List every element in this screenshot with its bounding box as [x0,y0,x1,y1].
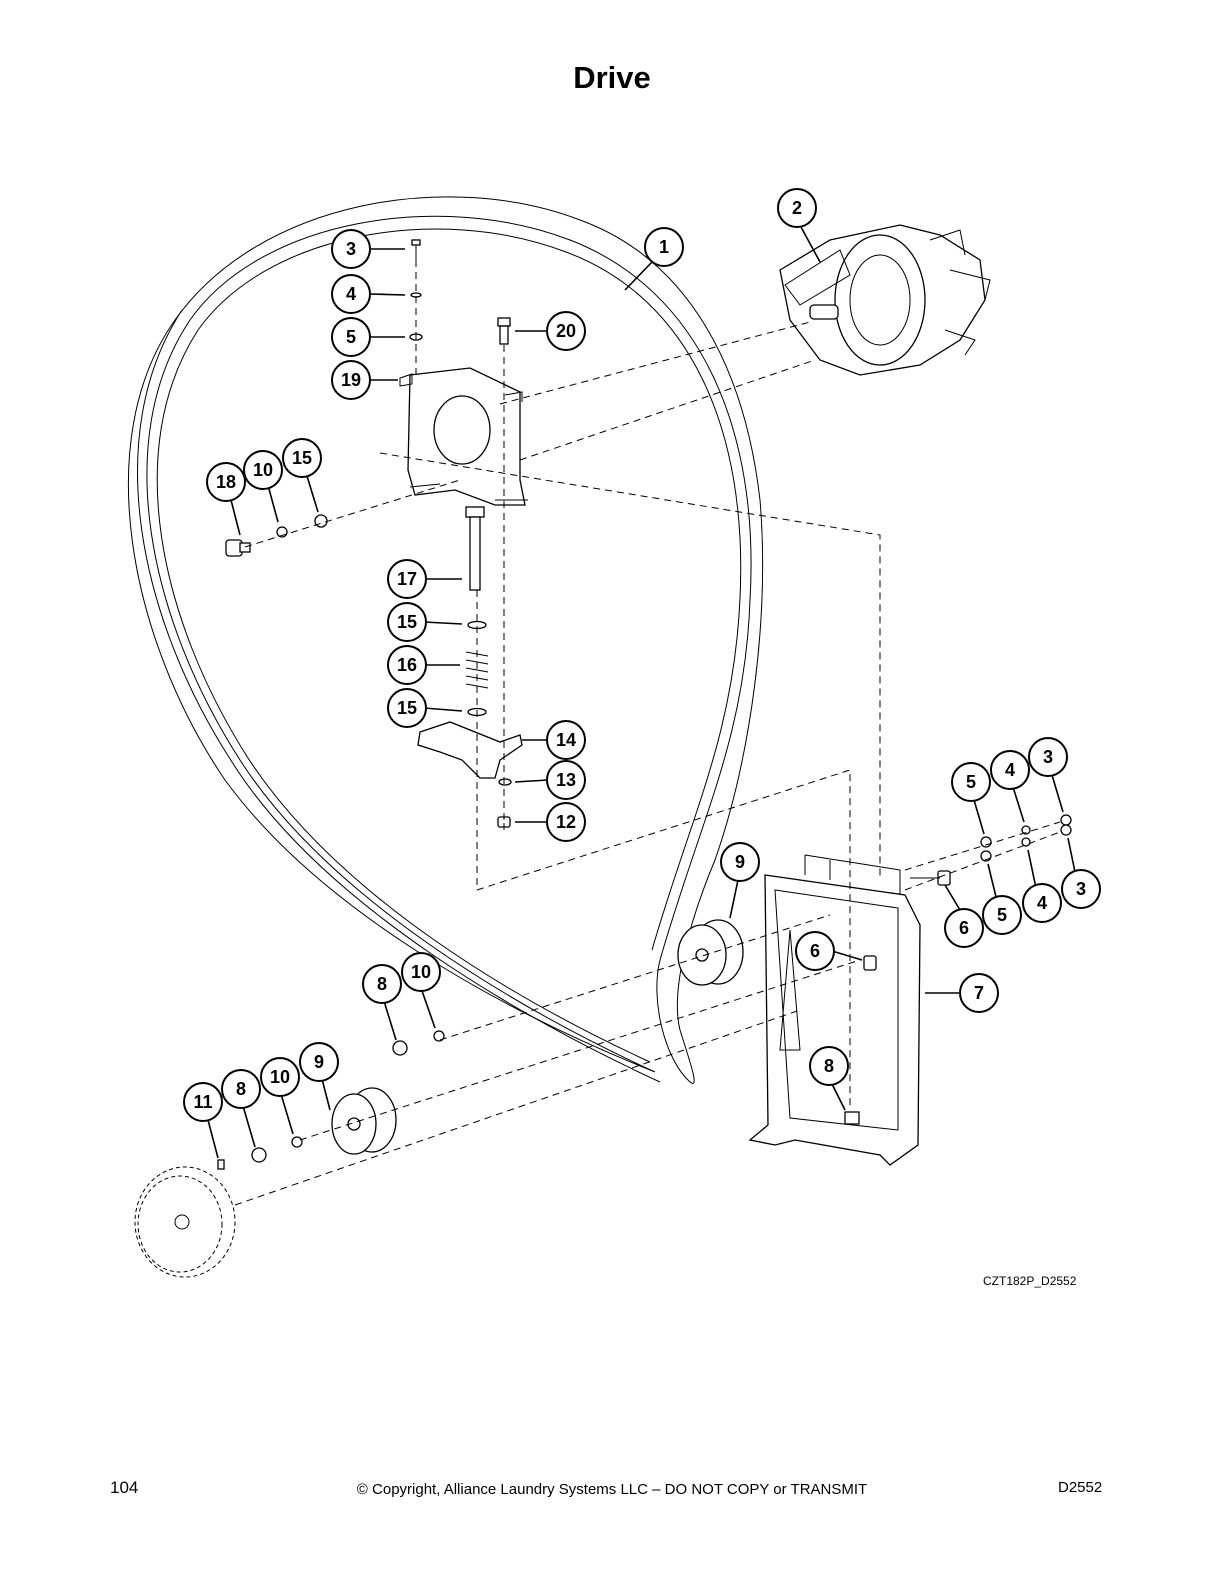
tensioner-stack [417,506,523,828]
callout-15: 15 [282,438,322,478]
svg-text:1: 1 [659,237,669,257]
svg-text:17: 17 [397,569,417,589]
callout-17: 17 [387,559,427,599]
svg-text:19: 19 [341,370,361,390]
svg-text:10: 10 [270,1067,290,1087]
svg-text:20: 20 [556,321,576,341]
svg-text:6: 6 [810,941,820,961]
page-title: Drive [573,60,651,95]
idler-bracket [748,854,921,1166]
svg-text:10: 10 [411,962,431,982]
callout-11: 11 [183,1082,223,1122]
idler-pulley-upper [677,919,744,986]
callout-19: 19 [331,360,371,400]
callout-4: 4 [331,274,371,314]
svg-text:8: 8 [236,1079,246,1099]
document-id: D2552 [1058,1479,1103,1496]
callout-3: 3 [1028,737,1068,777]
drawing-code: CZT182P_D2552 [983,1274,1077,1288]
page-number: 104 [110,1478,139,1497]
svg-text:2: 2 [792,198,802,218]
svg-text:5: 5 [997,905,1007,925]
svg-text:8: 8 [824,1056,834,1076]
svg-text:6: 6 [959,918,969,938]
svg-text:4: 4 [1037,893,1047,913]
callout-18: 18 [206,462,246,502]
svg-text:15: 15 [397,698,417,718]
callout-10: 10 [401,952,441,992]
svg-text:15: 15 [292,448,312,468]
svg-text:13: 13 [556,770,576,790]
assembly-lines [234,260,1061,1206]
svg-text:8: 8 [377,974,387,994]
svg-text:15: 15 [397,612,417,632]
callout-8: 8 [809,1046,849,1086]
callout-6: 6 [944,908,984,948]
leader-lines [207,226,1076,1159]
motor [779,224,991,376]
svg-text:3: 3 [1043,747,1053,767]
callout-3: 3 [1061,869,1101,909]
callout-12: 12 [546,802,586,842]
callout-5: 5 [982,895,1022,935]
svg-text:5: 5 [966,772,976,792]
svg-text:7: 7 [974,983,984,1003]
callout-15: 15 [387,688,427,728]
lower-fasteners [251,1030,445,1163]
callout-14: 14 [546,720,586,760]
svg-text:9: 9 [314,1052,324,1072]
callout-5: 5 [951,762,991,802]
svg-text:4: 4 [1005,760,1015,780]
svg-text:4: 4 [346,284,356,304]
svg-text:5: 5 [346,327,356,347]
callout-16: 16 [387,645,427,685]
svg-text:12: 12 [556,812,576,832]
callout-5: 5 [331,317,371,357]
callout-9: 9 [720,842,760,882]
callout-20: 20 [546,311,586,351]
left-fasteners [225,514,328,557]
callout-4: 4 [1022,883,1062,923]
callout-10: 10 [243,450,283,490]
callout-8: 8 [362,964,402,1004]
motor-mount-bracket [399,367,528,506]
svg-text:16: 16 [397,655,417,675]
drive-belt [127,196,764,1084]
drum-pulley [134,1159,236,1278]
copyright-notice: © Copyright, Alliance Laundry Systems LL… [356,1481,868,1498]
callout-9: 9 [299,1042,339,1082]
right-fasteners [863,814,1072,971]
svg-text:14: 14 [556,730,576,750]
svg-text:3: 3 [1076,879,1086,899]
svg-text:9: 9 [735,852,745,872]
svg-text:3: 3 [346,239,356,259]
callout-2: 2 [777,188,817,228]
idler-pulley-lower [331,1087,397,1155]
svg-text:18: 18 [216,472,236,492]
callout-7: 7 [959,973,999,1013]
svg-text:10: 10 [253,460,273,480]
callout-1: 1 [644,227,684,267]
callout-13: 13 [546,760,586,800]
callout-3: 3 [331,229,371,269]
callout-8: 8 [221,1069,261,1109]
svg-text:11: 11 [193,1092,212,1112]
callout-10: 10 [260,1057,300,1097]
upper-fasteners [409,239,511,345]
callout-4: 4 [990,750,1030,790]
callout-15: 15 [387,602,427,642]
callout-6: 6 [795,931,835,971]
